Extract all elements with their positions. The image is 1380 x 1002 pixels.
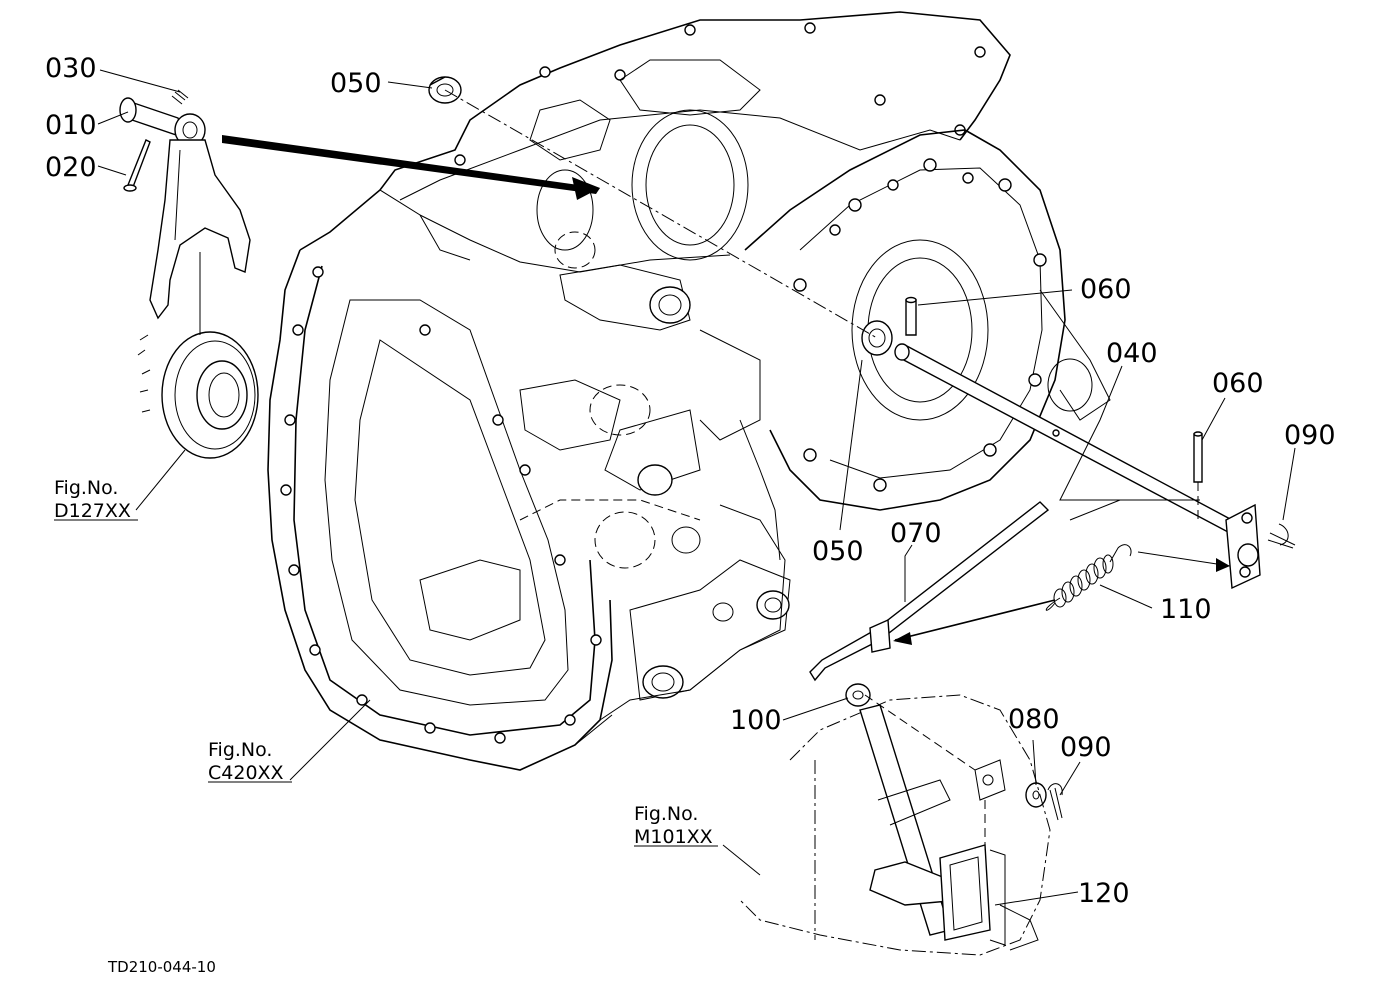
label-020: 020 xyxy=(45,152,97,183)
figref-m101-code: M101XX xyxy=(634,826,713,848)
figref-m101-title: Fig.No. xyxy=(634,803,698,825)
rod-assembly xyxy=(428,76,1296,821)
label-080: 080 xyxy=(1008,704,1060,735)
label-070: 070 xyxy=(890,518,942,549)
drawing-code: TD210-044-10 xyxy=(107,958,216,976)
label-100: 100 xyxy=(730,705,782,736)
label-090-a: 090 xyxy=(1284,420,1336,451)
part-labels: 030 010 020 050 060 040 060 090 050 070 … xyxy=(45,53,1336,909)
label-010: 010 xyxy=(45,110,97,141)
leader-lines xyxy=(54,69,1296,906)
label-060-b: 060 xyxy=(1212,368,1264,399)
shift-fork-assembly xyxy=(119,89,259,459)
label-050-top: 050 xyxy=(330,68,382,99)
label-030: 030 xyxy=(45,53,97,84)
label-040: 040 xyxy=(1106,338,1158,369)
figref-d127-code: D127XX xyxy=(54,500,131,522)
figref-c420-code: C420XX xyxy=(208,762,284,784)
rear-housing xyxy=(699,129,1111,561)
pedal-bracket xyxy=(739,694,1051,956)
label-110: 110 xyxy=(1160,594,1212,625)
label-120: 120 xyxy=(1078,878,1130,909)
figref-c420-title: Fig.No. xyxy=(208,739,272,761)
label-090-b: 090 xyxy=(1060,732,1112,763)
figure-references: Fig.No. D127XX Fig.No. C420XX Fig.No. M1… xyxy=(54,477,713,848)
transmission-case xyxy=(267,11,1011,771)
label-060-a: 060 xyxy=(1080,274,1132,305)
label-050-mid: 050 xyxy=(812,536,864,567)
figref-d127-title: Fig.No. xyxy=(54,477,118,499)
